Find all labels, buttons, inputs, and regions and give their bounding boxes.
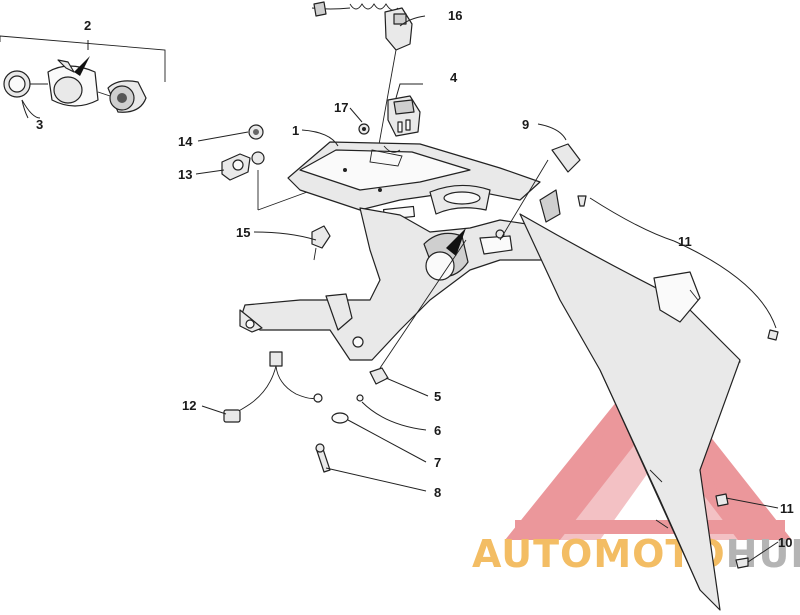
- callout-11-lower: 11: [780, 501, 794, 516]
- shroud-body: [239, 207, 741, 611]
- callout-1: 1: [292, 123, 299, 138]
- callout-9: 9: [522, 117, 529, 132]
- key-switch-tether: [311, 1, 413, 151]
- callout-5: 5: [434, 389, 441, 404]
- switch-assembly-group: [0, 35, 166, 119]
- watermark-text: AUTOMOTOHUB: [472, 532, 800, 576]
- callout-14: 14: [178, 134, 193, 149]
- wire-harness: [223, 351, 323, 423]
- callout-17: 17: [334, 100, 348, 115]
- leader-lines: [21, 15, 779, 563]
- clip-part-9: [499, 143, 581, 241]
- callout-12: 12: [182, 398, 196, 413]
- callout-2: 2: [84, 18, 91, 33]
- callout-7: 7: [434, 455, 441, 470]
- callout-8: 8: [434, 485, 441, 500]
- callout-16: 16: [448, 8, 462, 23]
- callout-3: 3: [36, 117, 43, 132]
- callout-15: 15: [236, 225, 250, 240]
- callout-10: 10: [778, 535, 792, 550]
- callout-4: 4: [450, 70, 458, 85]
- callout-13: 13: [178, 167, 192, 182]
- callout-6: 6: [434, 423, 441, 438]
- rocker-switch: [387, 95, 421, 137]
- dash-console: [287, 141, 561, 223]
- small-hardware: [221, 123, 370, 261]
- callout-numbers: 1 2 3 4 5 6 7 8 9 10 11 11 12 13 14 15 1…: [36, 8, 794, 550]
- callout-11-upper: 11: [678, 234, 692, 249]
- fasteners: [315, 195, 779, 569]
